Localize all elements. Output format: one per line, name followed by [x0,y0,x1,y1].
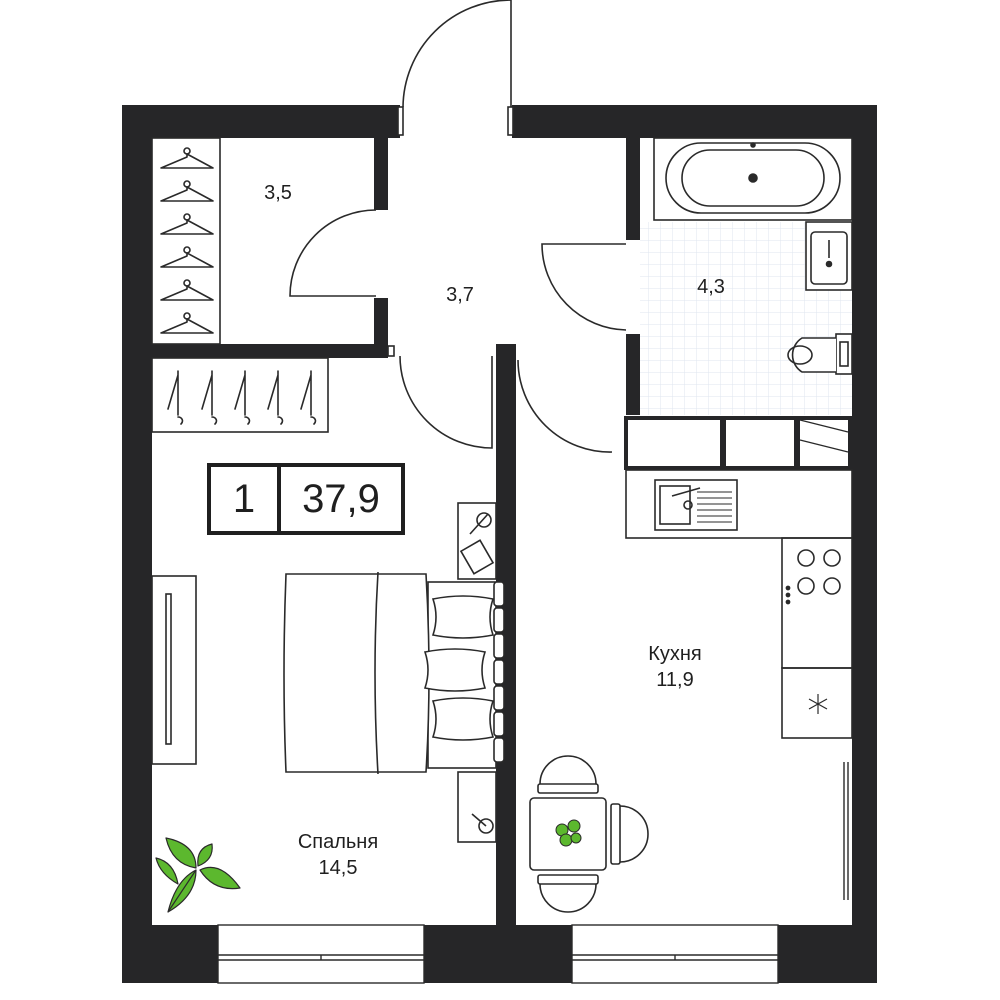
room-label-kitchen: Кухня 11,9 [620,641,730,693]
room-area-kitchen: 11,9 [656,669,694,691]
plant-icon [155,837,241,913]
plant-icon [555,819,582,847]
pillow-icon [424,595,494,741]
bathtub-icon [653,137,853,221]
room-count: 1 [211,467,281,531]
door-icon [289,0,627,453]
fridge-icon [808,694,828,714]
interior-walls [152,138,640,925]
bedroom-wardrobe [151,575,197,765]
total-area: 37,9 [302,476,380,521]
room-label-bedroom: Спальня 14,5 [278,829,398,881]
room-area-bedroom: 14,5 [318,857,358,879]
closet-shelf [151,137,329,433]
room-area-hall: 3,7 [446,284,474,306]
outer-walls [122,105,877,983]
wall-radiator [843,762,849,900]
kitchen-hood [799,419,849,453]
room-area-bathroom: 4,3 [697,276,725,298]
nightstand-lamp-icon [457,502,497,843]
apartment-summary-badge: 1 37,9 [207,463,405,535]
stove-icon [785,549,841,605]
kitchen-counter [625,469,853,739]
toilet-icon [787,333,853,375]
room-name-kitchen: Кухня [648,643,702,665]
window-icon [217,924,779,984]
kitchen-cabinets [624,416,852,470]
sink-icon [805,221,853,291]
room-name-bedroom: Спальня [297,831,379,853]
kitchen-sink-icon [654,479,738,531]
room-area-closet: 3,5 [264,182,292,204]
